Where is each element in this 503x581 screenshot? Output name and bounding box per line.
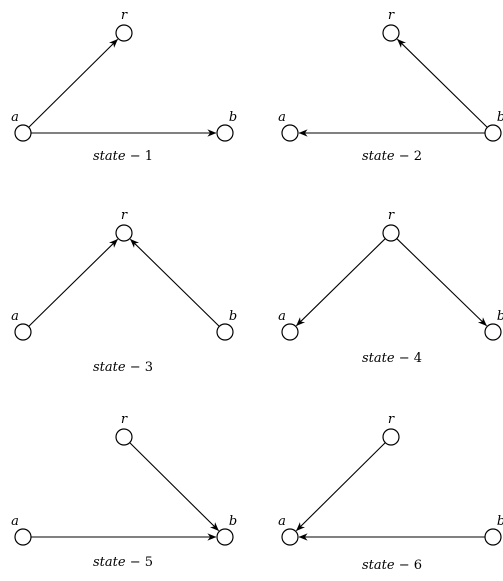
node-a xyxy=(14,528,32,546)
node-label-b: b xyxy=(497,309,503,324)
state-caption-name: state xyxy=(93,149,126,164)
node-label-a: a xyxy=(11,514,19,529)
state-caption-number: 6 xyxy=(414,558,422,573)
state-caption-sep: − xyxy=(395,149,414,164)
node-label-a: a xyxy=(278,110,286,125)
edge-a-to-r xyxy=(28,38,118,128)
state-panel-2: a r b state − 2 xyxy=(278,8,503,164)
edge-r-to-a xyxy=(296,442,386,532)
node-label-a: a xyxy=(278,514,286,529)
node-a xyxy=(281,323,299,341)
state-caption: state − 4 xyxy=(362,351,422,366)
node-label-b: b xyxy=(497,514,503,529)
edge-b-to-r xyxy=(130,238,220,327)
node-label-r: r xyxy=(388,412,395,427)
state-panel-6: a r b state − 6 xyxy=(278,412,503,573)
node-label-r: r xyxy=(121,208,128,223)
state-caption: state − 3 xyxy=(93,360,153,375)
node-label-r: r xyxy=(388,8,395,23)
state-caption-number: 2 xyxy=(414,149,422,164)
node-r xyxy=(382,428,400,446)
node-b xyxy=(216,528,234,546)
node-a xyxy=(281,124,299,142)
state-panel-5: a r b state − 5 xyxy=(11,412,237,570)
state-caption: state − 1 xyxy=(93,149,153,164)
node-label-a: a xyxy=(278,309,286,324)
node-b xyxy=(216,323,234,341)
node-label-b: b xyxy=(229,110,237,125)
node-label-b: b xyxy=(229,514,237,529)
edge-a-to-r xyxy=(28,238,118,327)
node-b xyxy=(484,528,502,546)
state-caption-name: state xyxy=(93,555,126,570)
state-caption-sep: − xyxy=(395,558,414,573)
state-caption-name: state xyxy=(362,351,395,366)
node-label-b: b xyxy=(497,110,503,125)
state-panel-4: a r b state − 4 xyxy=(278,208,503,366)
node-b xyxy=(484,124,502,142)
node-label-r: r xyxy=(388,208,395,223)
state-caption-number: 4 xyxy=(414,351,422,366)
state-caption: state − 6 xyxy=(362,558,422,573)
state-caption: state − 2 xyxy=(362,149,422,164)
node-label-r: r xyxy=(121,412,128,427)
edge-b-to-r xyxy=(397,38,488,128)
node-r xyxy=(382,224,400,242)
edge-r-to-b xyxy=(396,238,487,327)
state-panel-1: a r b state − 1 xyxy=(11,8,237,164)
state-panel-3: a r b state − 3 xyxy=(11,208,237,375)
node-a xyxy=(14,124,32,142)
state-caption-name: state xyxy=(362,149,395,164)
node-b xyxy=(484,323,502,341)
state-caption-sep: − xyxy=(126,360,145,375)
state-caption-name: state xyxy=(362,558,395,573)
state-caption-sep: − xyxy=(126,555,145,570)
state-caption-sep: − xyxy=(126,149,145,164)
edge-r-to-b xyxy=(129,442,219,532)
state-caption-number: 1 xyxy=(145,149,153,164)
state-caption: state − 5 xyxy=(93,555,153,570)
state-caption-number: 5 xyxy=(145,555,153,570)
state-caption-name: state xyxy=(93,360,126,375)
node-label-r: r xyxy=(121,8,128,23)
state-caption-sep: − xyxy=(395,351,414,366)
edge-r-to-a xyxy=(296,238,386,327)
node-label-a: a xyxy=(11,110,19,125)
node-b xyxy=(216,124,234,142)
node-r xyxy=(382,24,400,42)
node-r xyxy=(115,224,133,242)
node-label-a: a xyxy=(11,309,19,324)
node-a xyxy=(281,528,299,546)
state-caption-number: 3 xyxy=(145,360,153,375)
node-r xyxy=(115,428,133,446)
node-r xyxy=(115,24,133,42)
node-a xyxy=(14,323,32,341)
node-label-b: b xyxy=(229,309,237,324)
